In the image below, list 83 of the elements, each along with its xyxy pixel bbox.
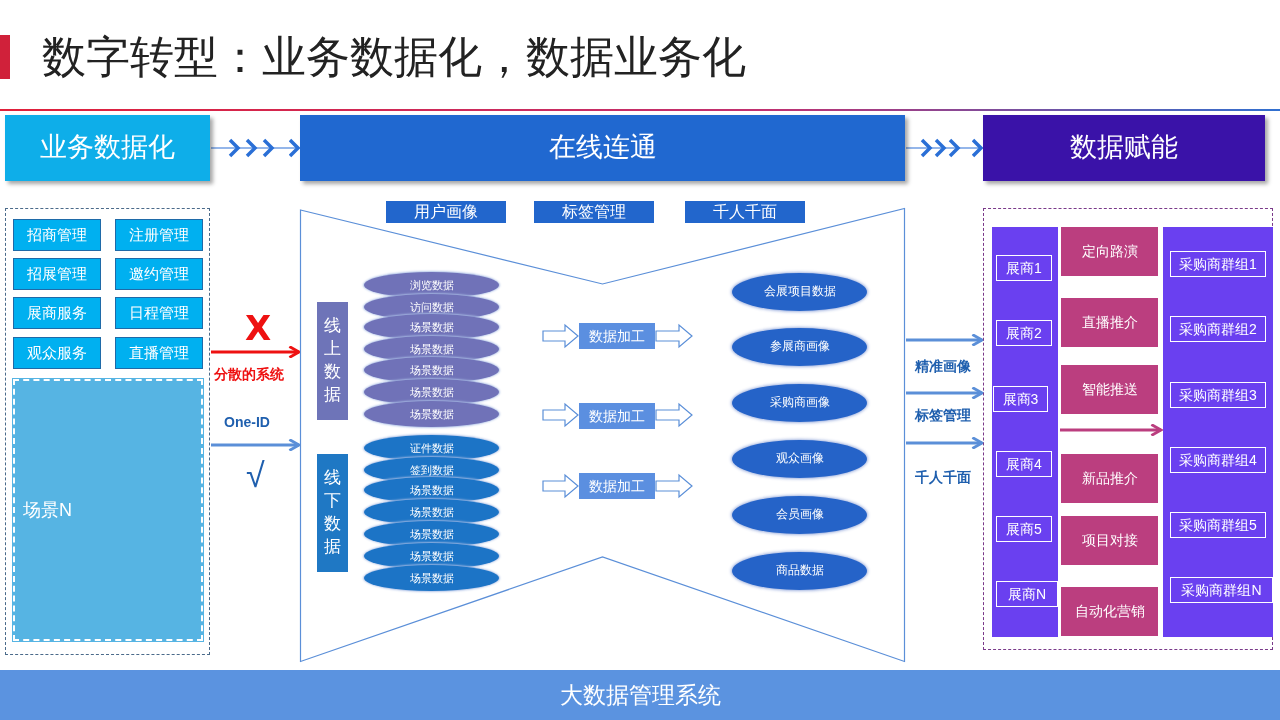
action-box: 项目对接: [1061, 516, 1158, 565]
data-ellipse: 证件数据: [364, 435, 499, 461]
process-box: 数据加工: [579, 323, 655, 349]
arrow: [655, 473, 693, 499]
arrow: [211, 345, 301, 359]
data-ellipse: 场景数据: [364, 314, 499, 340]
edge-label: One-ID: [222, 414, 272, 430]
action-box: 新品推介: [1061, 454, 1158, 503]
data-ellipse: 场景数据: [364, 543, 499, 569]
arrow: [542, 473, 579, 499]
exhibitor-column: [992, 227, 1058, 637]
exhibitor-box: 展商1: [996, 255, 1052, 281]
arrow: [1060, 423, 1163, 437]
arrow: [210, 138, 300, 158]
action-box: 直播推介: [1061, 298, 1158, 347]
scene-box: 场景N: [13, 379, 203, 641]
arrow: [906, 436, 984, 450]
module-box: 直播管理: [115, 337, 203, 369]
module-box: 招展管理: [13, 258, 101, 290]
stage-header: 在线连通: [300, 115, 905, 181]
profile-ellipse: 采购商画像: [732, 384, 867, 422]
tag-box: 标签管理: [534, 201, 654, 223]
category-box: 线上数据: [317, 302, 348, 420]
dashed-frame: [983, 208, 1273, 650]
data-ellipse: 浏览数据: [364, 272, 499, 298]
module-box: 注册管理: [115, 219, 203, 251]
arrow: [542, 402, 579, 428]
tag-box: 千人千面: [685, 201, 805, 223]
process-box: 数据加工: [579, 473, 655, 499]
module-box: 邀约管理: [115, 258, 203, 290]
arrow: [211, 438, 301, 452]
edge-label: 标签管理: [913, 407, 973, 425]
group-box: 采购商群组4: [1170, 447, 1266, 473]
arrow: [906, 386, 984, 400]
action-box: 智能推送: [1061, 365, 1158, 414]
slide-title: 数字转型：业务数据化，数据业务化: [42, 31, 746, 83]
module-box: 展商服务: [13, 297, 101, 329]
category-box: 线下数据: [317, 454, 348, 572]
group-box: 采购商群组1: [1170, 251, 1266, 277]
arrow: [655, 402, 693, 428]
edge-label: 精准画像: [913, 358, 973, 376]
data-ellipse: 场景数据: [364, 379, 499, 405]
exhibitor-box: 展商2: [996, 320, 1052, 346]
action-box: 自动化营销: [1061, 587, 1158, 636]
data-ellipse: 场景数据: [364, 357, 499, 383]
buyer-column: [1163, 227, 1273, 637]
profile-ellipse: 会展项目数据: [732, 273, 867, 311]
footer-band: 大数据管理系统: [0, 670, 1280, 720]
dashed-frame: [5, 208, 210, 655]
exhibitor-box: 展商4: [996, 451, 1052, 477]
arrow: [655, 323, 693, 349]
profile-ellipse: 会员画像: [732, 496, 867, 534]
module-box: 观众服务: [13, 337, 101, 369]
data-ellipse: 场景数据: [364, 565, 499, 591]
edge-label: 分散的系统: [212, 366, 286, 384]
data-ellipse: 场景数据: [364, 477, 499, 503]
group-box: 采购商群组3: [1170, 382, 1266, 408]
data-ellipse: 场景数据: [364, 499, 499, 525]
stage-header: 数据赋能: [983, 115, 1265, 181]
check-mark: √: [245, 456, 266, 495]
exhibitor-box: 展商3: [993, 386, 1048, 412]
profile-ellipse: 观众画像: [732, 440, 867, 478]
profile-ellipse: 商品数据: [732, 552, 867, 590]
arrow: [542, 323, 579, 349]
edge-label: 千人千面: [913, 469, 973, 487]
tag-box: 用户画像: [386, 201, 506, 223]
arrow: [905, 138, 983, 158]
exhibitor-box: 展商5: [996, 516, 1052, 542]
module-box: 日程管理: [115, 297, 203, 329]
profile-ellipse: 参展商画像: [732, 328, 867, 366]
group-box: 采购商群组2: [1170, 316, 1266, 342]
exhibitor-box: 展商N: [996, 581, 1058, 607]
group-box: 采购商群组N: [1170, 577, 1273, 603]
group-box: 采购商群组5: [1170, 512, 1266, 538]
process-box: 数据加工: [579, 403, 655, 429]
stage-header: 业务数据化: [5, 115, 210, 181]
arrow: [906, 333, 984, 347]
action-box: 定向路演: [1061, 227, 1158, 276]
data-ellipse: 场景数据: [364, 401, 499, 427]
module-box: 招商管理: [13, 219, 101, 251]
cross-mark: X: [244, 308, 273, 348]
data-ellipse: 场景数据: [364, 336, 499, 362]
data-ellipse: 场景数据: [364, 521, 499, 547]
